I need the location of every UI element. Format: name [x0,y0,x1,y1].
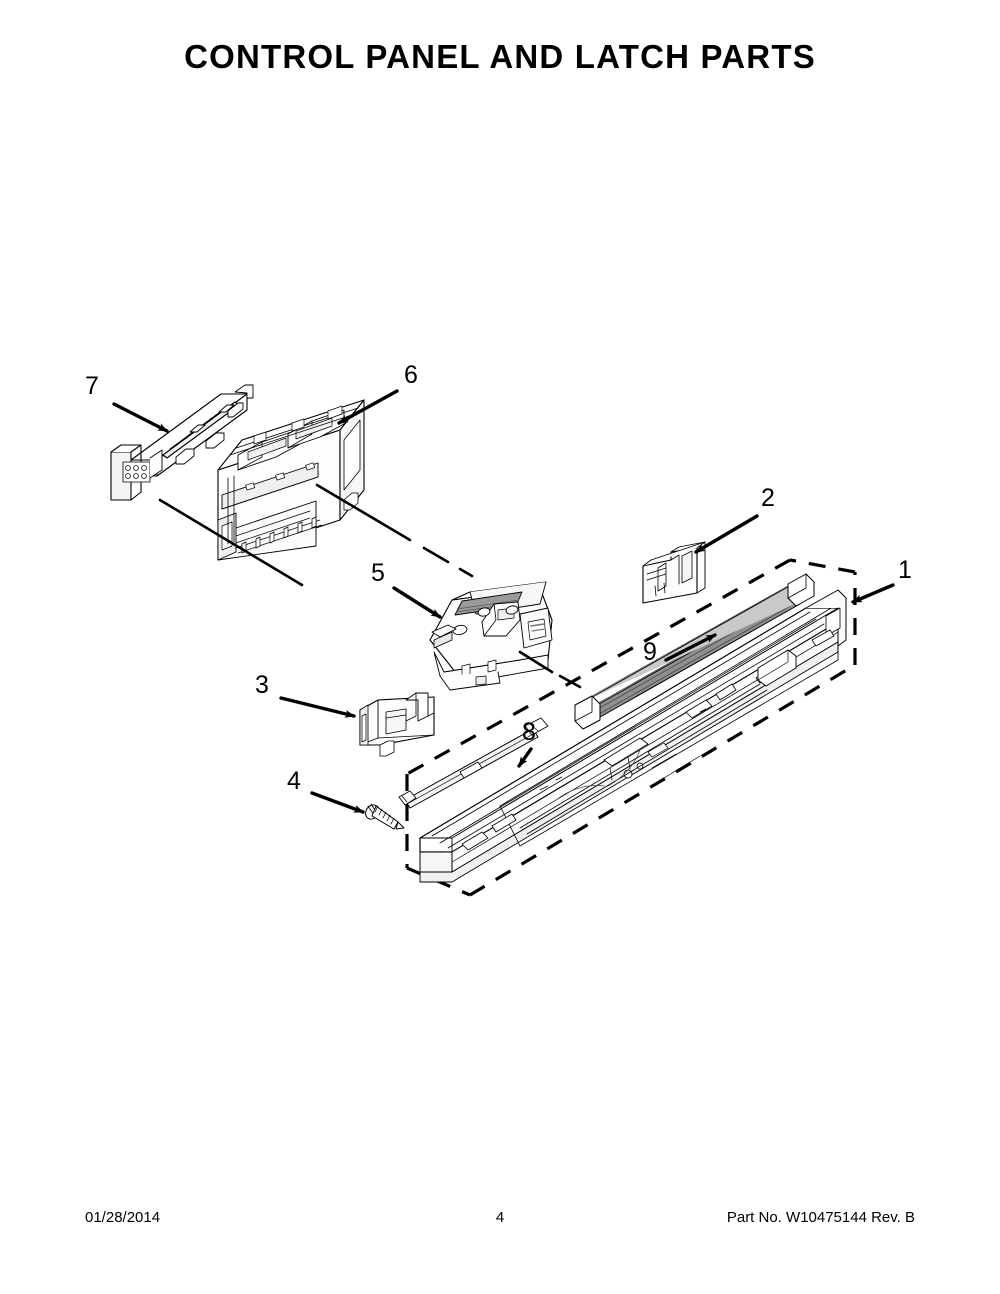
footer-page-number: 4 [495,1209,505,1226]
callout-label-3: 3 [255,671,269,699]
callout-arrows [112,389,895,814]
callout-labels: 1 2 3 4 5 6 7 8 9 [85,361,912,795]
part-small-mounting-bracket [359,692,435,757]
part-door-panel-assembly [419,573,847,883]
part-link-rod [398,717,549,809]
callout-label-9: 9 [643,638,657,666]
callout-label-1: 1 [898,556,912,584]
callout-label-2: 2 [761,484,775,512]
page-title: CONTROL PANEL AND LATCH PARTS [184,38,816,75]
part-door-latch-assembly [429,581,553,691]
callout-label-8: 8 [522,718,536,746]
part-latch-strike-bracket [642,541,706,604]
footer-part-number: Part No. W10475144 Rev. B [726,1209,915,1226]
part-control-panel-console [217,399,365,561]
assembly-centerlines [158,483,582,689]
callout-label-4: 4 [287,767,301,795]
part-console-retainer-bracket [110,384,254,501]
callout-label-7: 7 [85,372,99,400]
callout-label-5: 5 [371,559,385,587]
part-screw [365,803,405,830]
callout-label-6: 6 [404,361,418,389]
part-handle-rail [574,573,815,730]
footer-date: 01/28/2014 [85,1209,161,1226]
